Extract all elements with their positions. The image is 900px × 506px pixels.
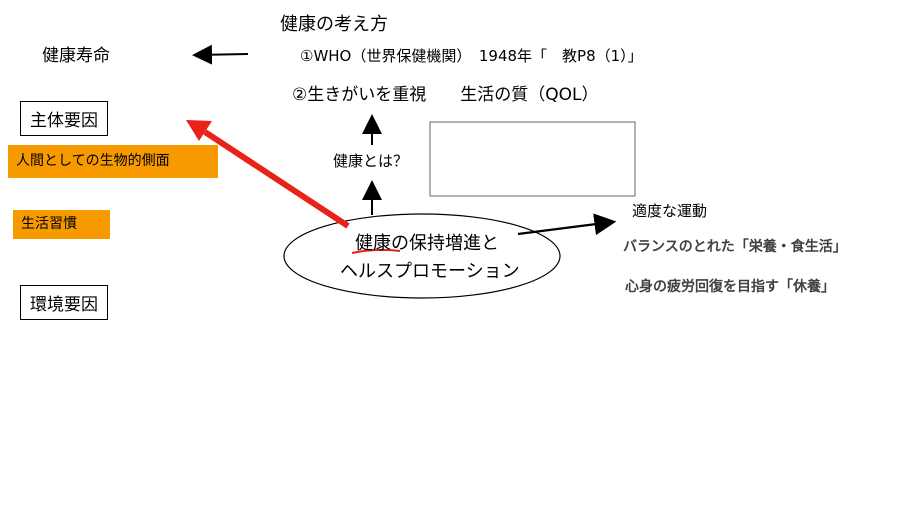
who-definition-line: ①WHO（世界保健機関） 1948年「 教P8（1）」 — [300, 47, 643, 65]
arrow-to-exercise — [517, 213, 617, 236]
healthy-lifespan-label: 健康寿命 — [42, 46, 110, 66]
ellipse-line-1: 健康の保持増進と — [355, 229, 499, 255]
ellipse-keyword: 健康 — [355, 233, 391, 254]
health-question-label: 健康とは？ — [333, 152, 409, 170]
human-biology-label: 人間としての生物的側面 — [8, 145, 218, 178]
keyword-underline — [351, 248, 401, 254]
rest-label: 心身の疲労回復を目指す「休養」 — [625, 279, 835, 295]
arrow-to-healthy-lifespan — [192, 44, 249, 65]
lifestyle-label: 生活習慣 — [13, 210, 110, 239]
empty-answer-box — [429, 121, 636, 197]
exercise-label: 適度な運動 — [632, 202, 708, 220]
red-arrow-to-subject-factor — [186, 120, 350, 229]
page-title: 健康の考え方 — [280, 14, 388, 35]
ellipse-line-1-rest: の保持増進と — [391, 233, 499, 254]
health-ellipse — [283, 213, 561, 299]
subject-factor-box: 主体要因 — [20, 101, 108, 136]
environment-factor-box: 環境要因 — [20, 285, 108, 320]
ellipse-line-2: ヘルスプロモーション — [340, 261, 520, 282]
nutrition-label: バランスのとれた「栄養・食生活」 — [623, 239, 847, 255]
qol-line: ②生きがいを重視 生活の質（QOL） — [292, 85, 599, 105]
